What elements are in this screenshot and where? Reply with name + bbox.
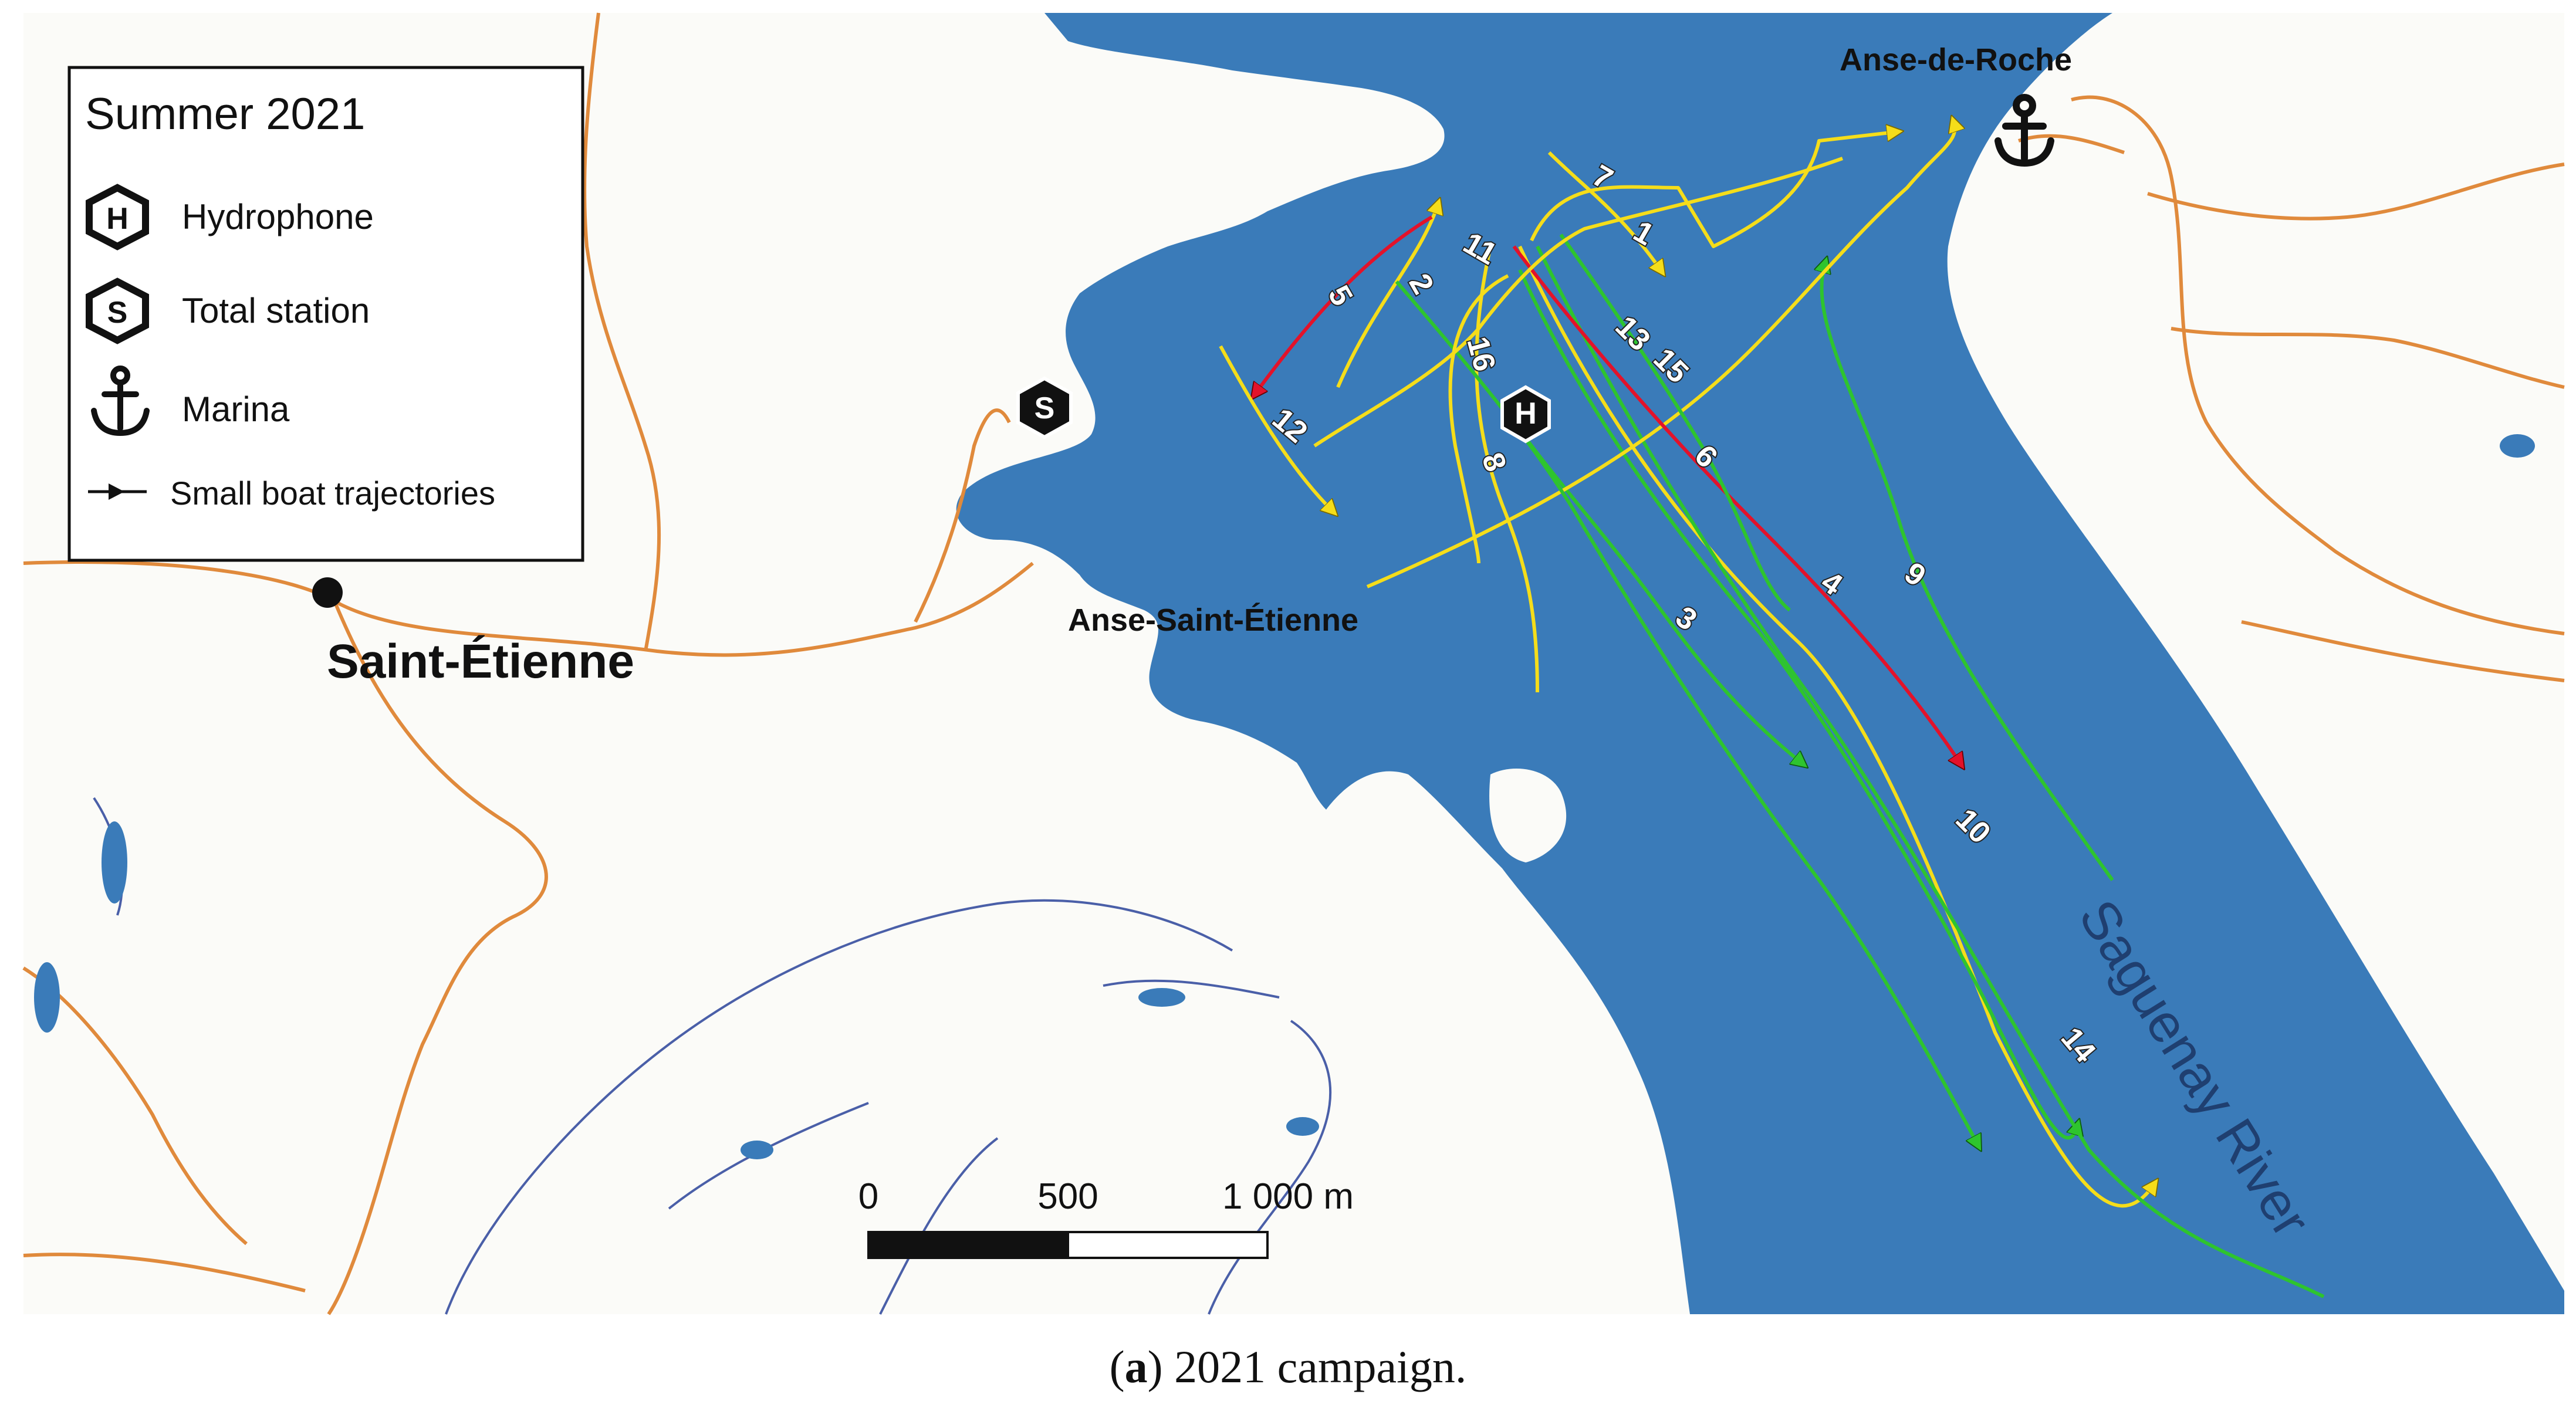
trajectory-13 xyxy=(1512,245,1960,763)
town-label: Saint-Étienne xyxy=(327,635,634,688)
trajectory-yellow-extra xyxy=(1313,157,1844,448)
trajectory-7 xyxy=(1547,151,1661,270)
trajectory-8 xyxy=(1475,246,1539,693)
trajectory-1 xyxy=(1530,132,1895,248)
figure-caption: (a) 2021 campaign. xyxy=(1109,1341,1467,1392)
total-station-marker: S xyxy=(1016,376,1073,439)
peninsula xyxy=(1489,769,1567,862)
station-letter: S xyxy=(1035,391,1055,425)
trajectory-9 xyxy=(1822,264,2114,881)
trajectory-4 xyxy=(1518,245,2154,1208)
hydrophone-marker: H xyxy=(1500,385,1551,444)
trajectory-2 xyxy=(1336,205,1438,388)
arrow-line-icon xyxy=(88,483,147,500)
legend-label-trajectories: Small boat trajectories xyxy=(170,475,495,512)
roads xyxy=(22,12,2565,1315)
legend-anchor-icon xyxy=(91,366,150,437)
trajectory-10 xyxy=(1536,245,2325,1298)
legend-label-marina: Marina xyxy=(182,390,290,429)
caption-text: ) 2021 campaign. xyxy=(1147,1341,1467,1392)
scale-label-0: 0 xyxy=(858,1176,878,1217)
caption-letter: a xyxy=(1124,1341,1148,1392)
legend-label-hydrophone: Hydrophone xyxy=(182,197,374,236)
hexagon-h-icon: H xyxy=(86,184,149,251)
svg-text:S: S xyxy=(107,296,128,330)
hydrophone-letter: H xyxy=(1515,397,1537,431)
trajectory-12 xyxy=(1219,345,1332,510)
trajectory-5 xyxy=(1256,215,1433,393)
water-body xyxy=(956,13,2564,1314)
anchor-icon xyxy=(1994,94,2054,167)
lakes xyxy=(34,434,2535,1159)
legend: Summer 2021 H Hydrophone S Total station… xyxy=(67,66,584,562)
town-dot xyxy=(312,577,343,608)
trajectory-11 xyxy=(1366,123,1955,588)
legend-label-station: Total station xyxy=(182,291,370,330)
trajectory-15 xyxy=(1559,234,1791,612)
marina-label: Anse-de-Roche xyxy=(1840,42,2072,77)
scale-bar: 0 500 1 000 m xyxy=(858,1176,1354,1259)
cove-label: Anse-Saint-Étienne xyxy=(1068,603,1358,638)
trajectory-6 xyxy=(1518,269,2077,1140)
hexagon-s-icon: S xyxy=(86,278,149,344)
scale-label-1000: 1 000 m xyxy=(1222,1176,1354,1217)
scale-label-500: 500 xyxy=(1037,1176,1098,1217)
trajectory-16 xyxy=(1448,274,1509,564)
legend-title: Summer 2021 xyxy=(85,89,365,139)
svg-text:H: H xyxy=(106,202,129,236)
